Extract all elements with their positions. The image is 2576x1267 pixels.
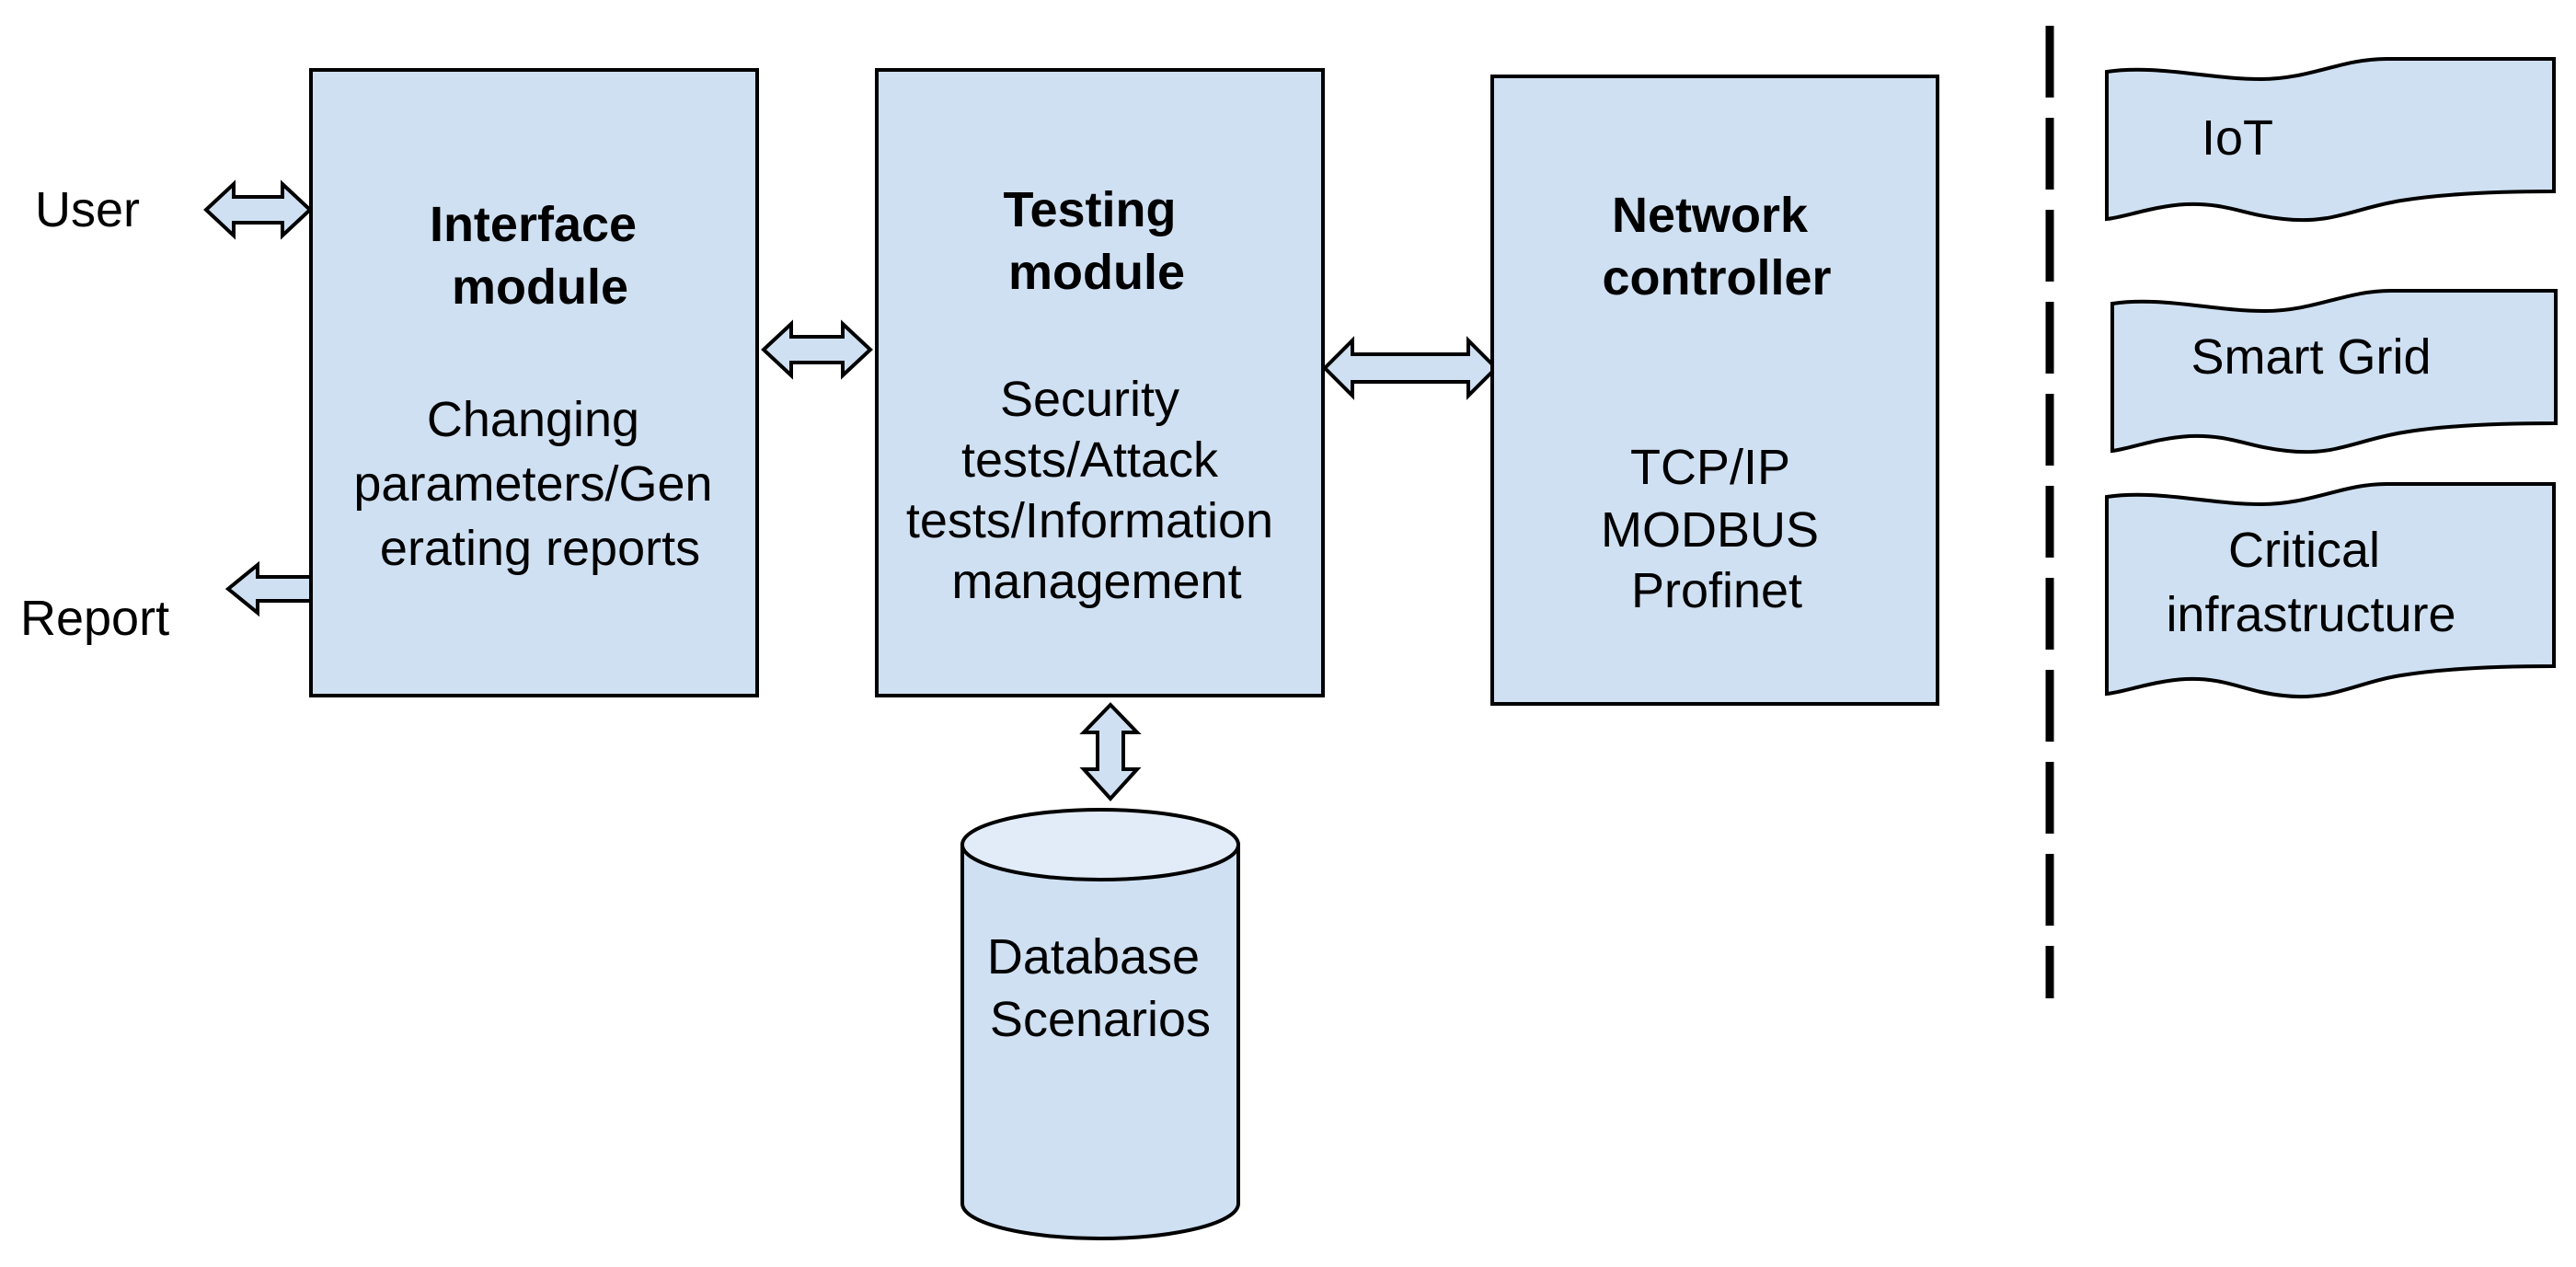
testing-network-double-arrow xyxy=(1322,336,1499,400)
iot-domain-shape xyxy=(2105,57,2556,223)
report-label: Report xyxy=(20,591,169,646)
interface-module-title: Interface module xyxy=(430,197,650,315)
network-controller-box xyxy=(1490,75,1939,706)
user-label: User xyxy=(35,182,140,237)
report-output-arrow xyxy=(224,560,313,617)
database-label: Database Scenarios xyxy=(987,929,1213,1047)
smart-grid-label: Smart Grid xyxy=(2191,329,2431,385)
user-interface-double-arrow xyxy=(203,179,313,240)
critical-infrastructure-label: Critical infrastructure xyxy=(2166,523,2455,642)
network-controller-protocols: TCP/IP MODBUS Profinet xyxy=(1601,440,1833,618)
network-controller-title: Network controller xyxy=(1602,188,1831,305)
interface-testing-double-arrow xyxy=(761,319,873,380)
testing-module-description: Security tests/Attack tests/Information … xyxy=(906,372,1287,609)
database-cylinder-top xyxy=(960,808,1240,881)
interface-module-description: Changing parameters/Gen erating reports xyxy=(353,392,726,576)
interface-module-box xyxy=(309,68,759,697)
testing-module-box xyxy=(875,68,1325,697)
smart-grid-domain-shape xyxy=(2110,289,2558,455)
testing-database-double-arrow xyxy=(1079,702,1142,801)
critical-infrastructure-domain-shape xyxy=(2105,482,2556,699)
testing-module-title: Testing module xyxy=(1003,182,1190,300)
iot-label: IoT xyxy=(2202,110,2273,166)
database-cylinder-body xyxy=(960,843,1240,1240)
